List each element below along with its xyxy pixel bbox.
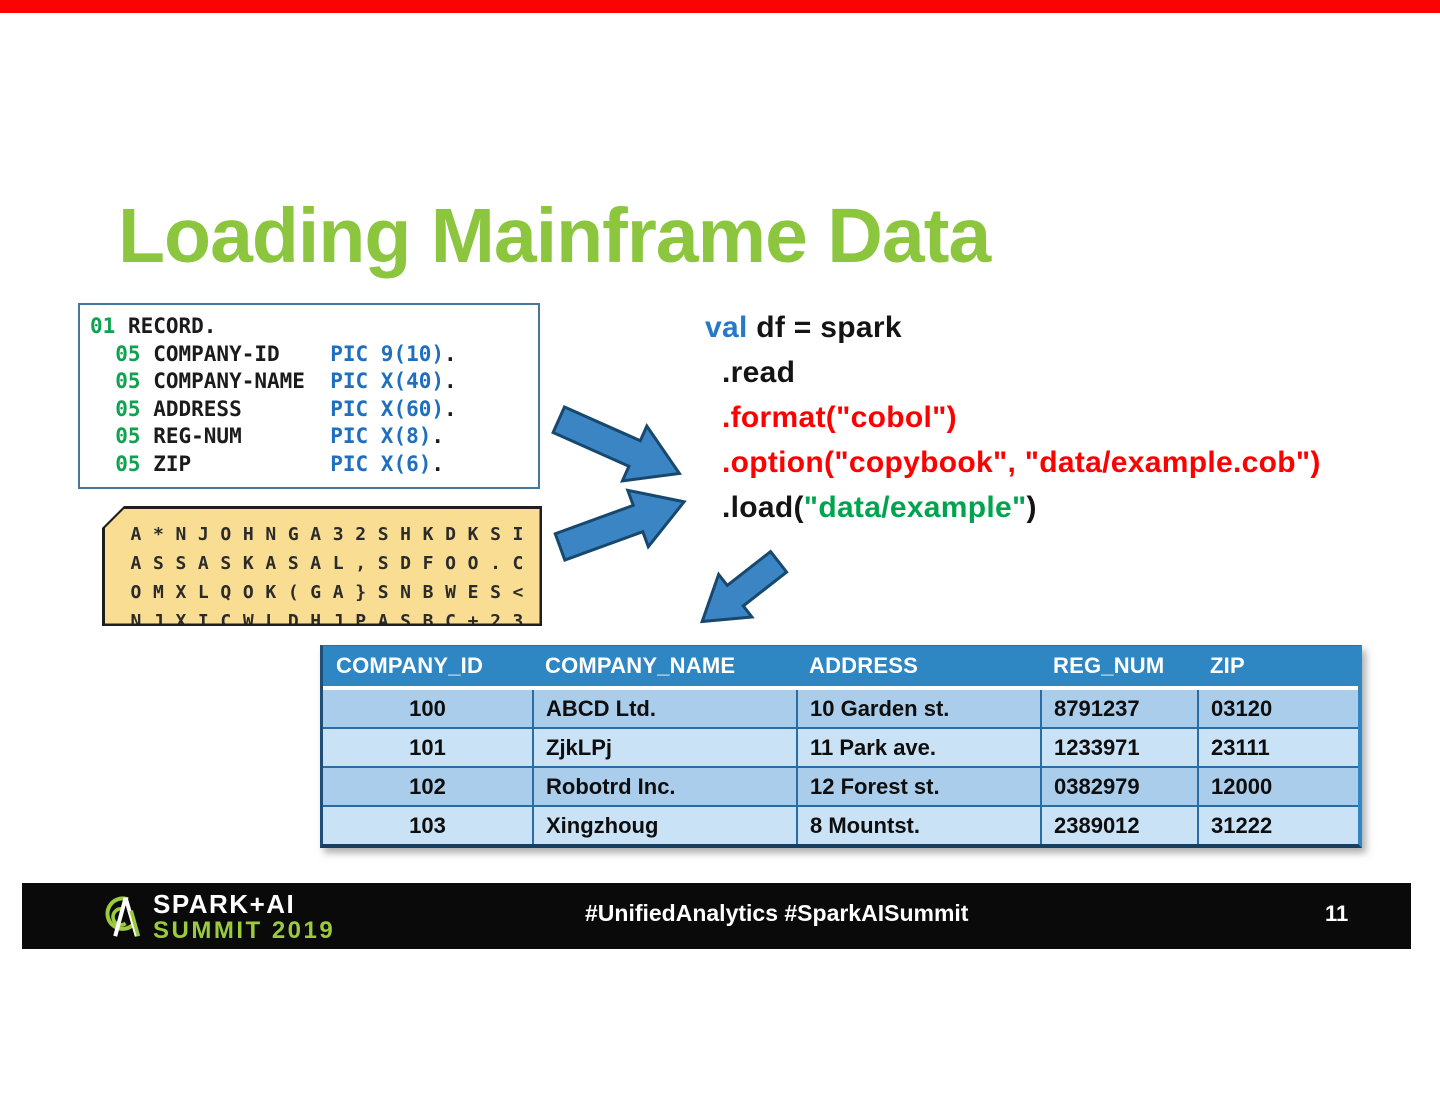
table-cell: 12 Forest st. bbox=[796, 768, 1040, 805]
spark-code-line: .format("cobol") bbox=[722, 401, 957, 434]
spark-code: val df = spark .read .format("cobol") .opti… bbox=[705, 311, 1321, 536]
footer-hashtags: #UnifiedAnalytics #SparkAISummit bbox=[585, 900, 969, 926]
table-cell: 2389012 bbox=[1040, 807, 1197, 844]
table-cell: Robotrd Inc. bbox=[532, 768, 796, 805]
table-cell: 11 Park ave. bbox=[796, 729, 1040, 766]
table-header-cell: ADDRESS bbox=[809, 653, 918, 678]
page-title: Loading Mainframe Data bbox=[118, 193, 991, 279]
logo-text: SPARK+AI SUMMIT 2019 bbox=[153, 889, 336, 944]
ebcdic-data: A * N J O H N G A 3 2 S H K D K S I A S S… bbox=[104, 508, 540, 624]
spark-code-line: val df = spark bbox=[705, 311, 902, 344]
table-cell: 103 bbox=[409, 812, 446, 838]
ebcdic-box: A * N J O H N G A 3 2 S H K D K S I A S S… bbox=[102, 506, 542, 626]
table-cell: 8 Mountst. bbox=[796, 807, 1040, 844]
spark-code-line: .read bbox=[722, 356, 796, 389]
table-cell: Xingzhoug bbox=[532, 807, 796, 844]
page-number: 11 bbox=[1325, 901, 1349, 926]
copybook-line: 05 ZIP PIC X(6). bbox=[90, 451, 445, 476]
ebcdic-line: A S S A S K A S A L , S D F O O . C bbox=[130, 552, 524, 574]
copybook-box: 01 RECORD. 05 COMPANY-ID PIC 9(10). 05 C… bbox=[78, 303, 540, 489]
ebcdic-line: O M X L Q O K ( G A } S N B W E S < bbox=[130, 581, 524, 603]
logo-title: SPARK+AI bbox=[153, 889, 296, 919]
spark-ai-summit-logo: SPARK+AI SUMMIT 2019 bbox=[96, 891, 335, 943]
table-header-cell: COMPANY_NAME bbox=[545, 653, 736, 678]
top-red-bar bbox=[0, 0, 1440, 13]
table-cell: 12000 bbox=[1197, 768, 1358, 805]
table-cell: 100 bbox=[409, 695, 446, 721]
table-cell: 10 Garden st. bbox=[796, 690, 1040, 727]
copybook-line: 05 REG-NUM PIC X(8). bbox=[90, 424, 445, 448]
table-cell: 101 bbox=[409, 734, 446, 760]
spark-ai-monogram-icon bbox=[105, 896, 141, 937]
spark-code-line: .option("copybook", "data/example.cob") bbox=[722, 446, 1321, 479]
table-cell: 1233971 bbox=[1040, 729, 1197, 766]
table-header-row: COMPANY_ID COMPANY_NAME ADDRESS REG_NUM ZIP bbox=[323, 646, 1358, 686]
copybook-to-code-arrow-icon bbox=[551, 404, 683, 483]
table-header-cell: ZIP bbox=[1210, 653, 1245, 678]
table-cell: ABCD Ltd. bbox=[532, 690, 796, 727]
table-header-cell: REG_NUM bbox=[1053, 653, 1165, 678]
table-cell: 0382979 bbox=[1040, 768, 1197, 805]
ebcdic-line: N J X I C W L D H J P A S B C + 2 3 bbox=[130, 610, 524, 632]
table-cell: 03120 bbox=[1197, 690, 1358, 727]
copybook-line: 05 COMPANY-ID PIC 9(10). bbox=[90, 341, 457, 366]
logo-subtitle: SUMMIT 2019 bbox=[153, 917, 336, 944]
code-to-table-arrow-icon bbox=[699, 549, 789, 624]
table-cell: ZjkLPj bbox=[532, 729, 796, 766]
copybook-line: 05 COMPANY-NAME PIC X(40). bbox=[90, 369, 457, 393]
table-cell: 8791237 bbox=[1040, 690, 1197, 727]
table-header-gap bbox=[323, 686, 1358, 690]
table-cell: 23111 bbox=[1197, 729, 1358, 766]
footer-bar: SPARK+AI SUMMIT 2019 #UnifiedAnalytics #… bbox=[22, 883, 1411, 949]
table-header-cell: COMPANY_ID bbox=[336, 653, 484, 678]
copybook-code: 01 RECORD. 05 COMPANY-ID PIC 9(10). 05 C… bbox=[90, 313, 528, 478]
ebcdic-line: A * N J O H N G A 3 2 S H K D K S I bbox=[130, 523, 524, 545]
copybook-line: 01 RECORD. bbox=[90, 314, 217, 338]
table-cell: 31222 bbox=[1197, 807, 1358, 844]
data-to-code-arrow-icon bbox=[553, 488, 687, 562]
copybook-line: 05 ADDRESS PIC X(60). bbox=[90, 396, 457, 421]
spark-code-line: .load("data/example") bbox=[722, 491, 1037, 524]
table-cell: 102 bbox=[409, 773, 446, 799]
